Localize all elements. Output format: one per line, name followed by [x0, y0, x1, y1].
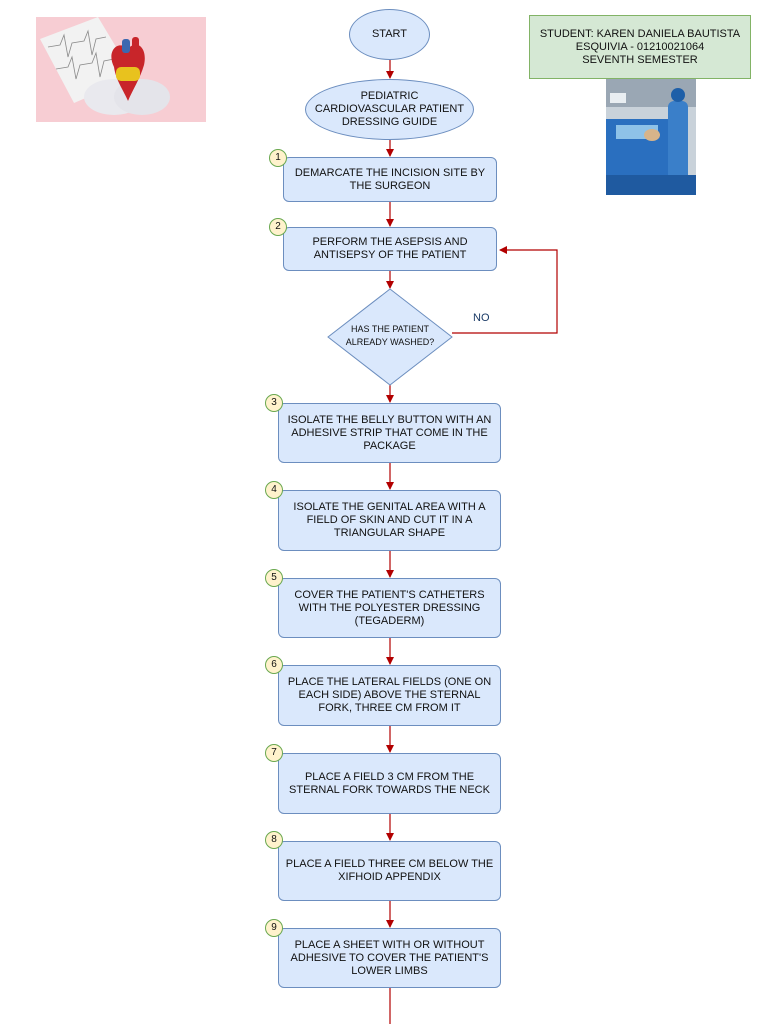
student-line-3: SEVENTH SEMESTER: [582, 53, 698, 66]
student-line-2: ESQUIVIA - 01210021064: [575, 40, 705, 53]
step-1-box: DEMARCATE THE INCISION SITE BY THE SURGE…: [283, 157, 497, 202]
decision-text: HAS THE PATIENT ALREADY WASHED?: [345, 324, 435, 347]
step-5-badge: 5: [265, 569, 283, 587]
start-node: START: [349, 9, 430, 60]
step-8-badge: 8: [265, 831, 283, 849]
step-7-box: PLACE A FIELD 3 CM FROM THE STERNAL FORK…: [278, 753, 501, 814]
step-7-badge: 7: [265, 744, 283, 762]
step-6-box: PLACE THE LATERAL FIELDS (ONE ON EACH SI…: [278, 665, 501, 726]
arrow-decision-no-loop: [452, 246, 558, 334]
step-3-badge: 3: [265, 394, 283, 412]
step-9-box: PLACE A SHEET WITH OR WITHOUT ADHESIVE T…: [278, 928, 501, 988]
step-5-box: COVER THE PATIENT'S CATHETERS WITH THE P…: [278, 578, 501, 638]
step-1-badge: 1: [269, 149, 287, 167]
step-4-badge: 4: [265, 481, 283, 499]
surgery-illustration: [606, 79, 696, 195]
operating-room-photo: [606, 79, 696, 195]
heart-model-photo: [36, 17, 206, 122]
student-line-1: STUDENT: KAREN DANIELA BAUTISTA: [539, 27, 741, 40]
decision-diamond: [327, 288, 453, 386]
step-3-box: ISOLATE THE BELLY BUTTON WITH AN ADHESIV…: [278, 403, 501, 463]
step-8-box: PLACE A FIELD THREE CM BELOW THE XIFHOID…: [278, 841, 501, 901]
decision-no-label: NO: [473, 312, 490, 324]
student-info-box: STUDENT: KAREN DANIELA BAUTISTA ESQUIVIA…: [529, 15, 751, 79]
heart-illustration: [36, 17, 206, 122]
step-4-box: ISOLATE THE GENITAL AREA WITH A FIELD OF…: [278, 490, 501, 551]
step-6-badge: 6: [265, 656, 283, 674]
step-2-badge: 2: [269, 218, 287, 236]
step-2-box: PERFORM THE ASEPSIS AND ANTISEPSY OF THE…: [283, 227, 497, 271]
step-9-badge: 9: [265, 919, 283, 937]
title-text: PEDIATRIC CARDIOVASCULAR PATIENT DRESSIN…: [314, 90, 465, 128]
title-node: PEDIATRIC CARDIOVASCULAR PATIENT DRESSIN…: [305, 79, 474, 140]
